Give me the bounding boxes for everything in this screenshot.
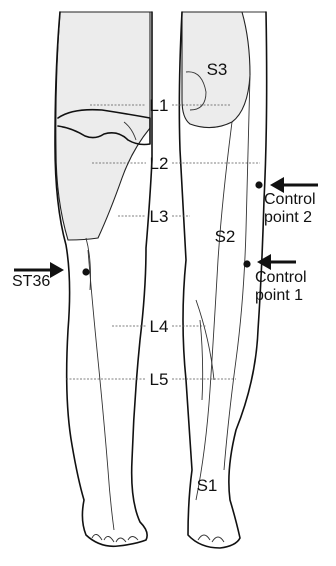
label-s1: S1 [197,476,218,495]
control-point-1-label-line2: point 1 [255,287,303,304]
anterior-thigh-zone [56,12,150,240]
label-l1: L1 [150,96,169,115]
anterior-shin-line [88,250,114,530]
control-point-2-label-line1: Control [264,191,316,208]
control-point-1-arrow [257,254,296,270]
control-point-1-label-line1: Control [255,269,307,286]
st36-label: ST36 [12,273,50,290]
label-l3: L3 [150,207,169,226]
label-l4: L4 [150,317,169,336]
control-point-2-label-line2: point 2 [264,209,312,226]
st36-arrowhead [50,262,64,278]
control-point-1-arrowhead [257,254,271,270]
anterior-toes [92,534,138,542]
label-s2: S2 [215,227,236,246]
posterior-toes [198,535,224,542]
anterior-knee-detail [86,238,91,290]
anterior-leg-view [55,12,152,546]
label-l5: L5 [150,370,169,389]
label-s3: S3 [207,60,228,79]
control-point-2-marker [255,181,262,188]
posterior-calf-line [196,300,214,400]
posterior-s2-strip-right [224,75,250,470]
posterior-leg-view [179,12,266,548]
st36-point-marker [82,268,89,275]
label-l2: L2 [150,154,169,173]
control-point-1-marker [243,260,250,267]
